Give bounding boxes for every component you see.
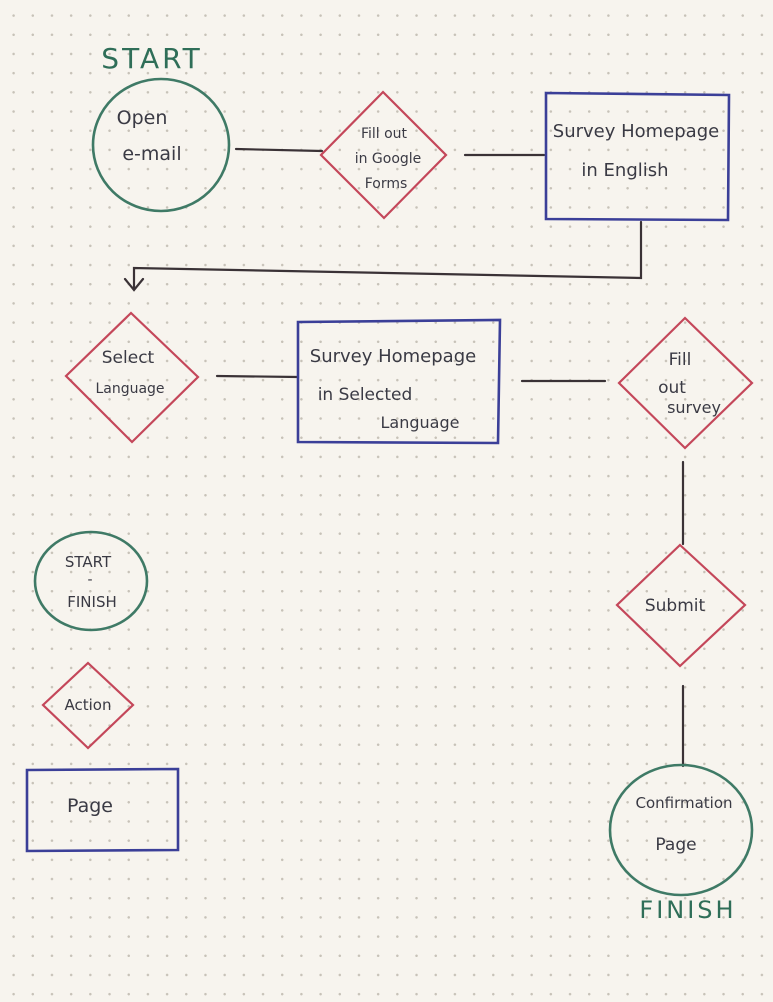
- survey-home-en-label-line2: in English: [581, 160, 668, 181]
- fill-out-google-label-line2: in Google: [355, 151, 422, 167]
- confirmation-label-line2: Page: [655, 835, 696, 855]
- connector-select-language-to-survey-home-selected: [215, 374, 300, 379]
- open-email-node: Open e-mail: [91, 77, 231, 213]
- legend-circle-shape: [33, 530, 149, 632]
- action-diamond-shape: [319, 90, 448, 220]
- fill-out-survey-label-line3: survey: [667, 398, 721, 417]
- fill-out-google-label-line1: Fill out: [361, 126, 408, 142]
- fill-out-survey-label-line2: out: [658, 378, 686, 398]
- survey-homepage-english-node: Survey Homepage in English: [544, 91, 731, 222]
- legend-start-finish: START - FINISH: [33, 530, 149, 632]
- submit-label: Submit: [645, 596, 706, 616]
- action-diamond-shape: [615, 543, 747, 668]
- action-diamond-shape: [617, 316, 754, 450]
- confirmation-label-line1: Confirmation: [635, 794, 732, 812]
- arrowhead-down: [123, 277, 145, 292]
- survey-home-sel-label-line1: Survey Homepage: [310, 346, 476, 367]
- fill-out-google-forms-node: Fill out in Google Forms: [319, 90, 448, 220]
- legend-start-finish-line3: FINISH: [67, 593, 117, 611]
- connector-english-home-to-select-language: [132, 220, 643, 290]
- legend-action: Action: [41, 661, 135, 750]
- select-language-label-line1: Select: [102, 348, 155, 368]
- fill-out-google-label-line3: Forms: [365, 176, 408, 192]
- open-email-label-line2: e-mail: [122, 143, 181, 165]
- connector-email-to-google-forms: [234, 147, 324, 153]
- action-diamond-shape: [64, 311, 200, 444]
- page-box-shape: [296, 318, 502, 445]
- legend-page: Page: [25, 767, 180, 853]
- start-title: START: [101, 42, 202, 75]
- survey-home-sel-label-line3: Language: [381, 413, 460, 432]
- finish-title: FINISH: [639, 896, 736, 924]
- open-email-label-line1: Open: [117, 107, 168, 129]
- select-language-node: Select Language: [64, 311, 200, 444]
- submit-node: Submit: [615, 543, 747, 668]
- select-language-label-line2: Language: [95, 381, 164, 397]
- fill-out-survey-node: Fill out survey: [617, 316, 754, 450]
- legend-diamond-shape: [41, 661, 135, 750]
- legend-page-label: Page: [67, 795, 113, 817]
- confirmation-page-node: Confirmation Page: [608, 763, 754, 897]
- legend-box-shape: [25, 767, 180, 853]
- finish-circle-shape: [608, 763, 754, 897]
- survey-home-sel-label-line2: in Selected: [318, 385, 413, 405]
- legend-action-label: Action: [65, 696, 112, 714]
- start-circle-shape: [91, 77, 231, 213]
- fill-out-survey-label-line1: Fill: [669, 350, 692, 370]
- legend-start-finish-line1: START: [65, 553, 112, 571]
- page-box-shape: [544, 91, 731, 222]
- legend-start-finish-line2: -: [87, 572, 92, 588]
- survey-home-en-label-line1: Survey Homepage: [553, 121, 719, 142]
- survey-homepage-selected-node: Survey Homepage in Selected Language: [296, 318, 502, 445]
